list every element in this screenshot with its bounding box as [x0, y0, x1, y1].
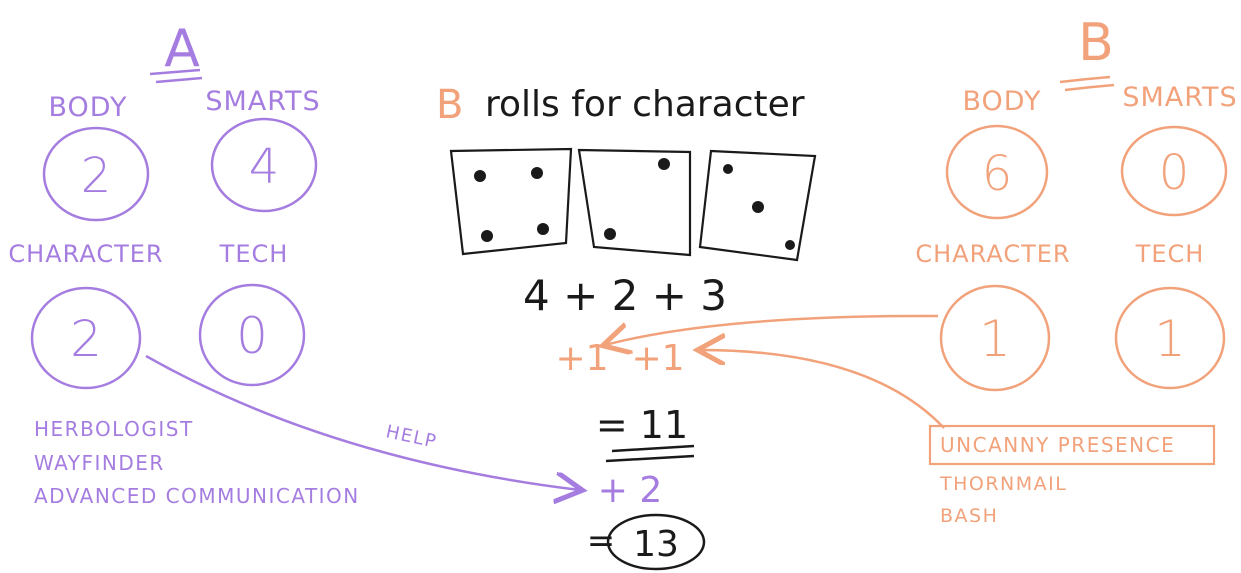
player-b-skill-bash: BASH: [940, 505, 998, 527]
player-a-tech-value: 0: [236, 307, 268, 365]
dice-row: [449, 147, 817, 262]
player-b-tech-label: TECH: [1135, 240, 1205, 268]
player-a-sheet: A BODY SMARTS 2 4 CHARACTER TECH 2 0 HER…: [8, 19, 580, 508]
die-3-pip: [785, 240, 795, 250]
uncanny-presence-highlight-box: [928, 424, 1216, 466]
player-b-smarts-circle: [1120, 125, 1228, 217]
die-1-pip: [481, 230, 493, 242]
player-a-character-value: 2: [70, 310, 102, 368]
player-a-skill-wayfinder: WAYFINDER: [34, 451, 165, 475]
bonus-expression: +1 +1: [555, 338, 684, 379]
player-b-label-underline: [1059, 75, 1115, 92]
player-a-skill-advanced-communication: ADVANCED COMMUNICATION: [34, 484, 360, 508]
character-bonus-arrow: [605, 314, 939, 345]
die-2-pip: [604, 228, 616, 240]
player-a-smarts-value: 4: [249, 139, 280, 195]
player-a-label-underline: [149, 68, 203, 84]
player-b-sheet: B BODY SMARTS 6 0 CHARACTER TECH 1 1 UNC…: [605, 13, 1237, 527]
player-b-body-label: BODY: [962, 86, 1041, 117]
player-a-tech-label: TECH: [219, 240, 289, 268]
sum-expression: 4 + 2 + 3: [523, 271, 727, 320]
die-2: [577, 148, 692, 257]
player-a-smarts-circle: [210, 117, 318, 213]
help-bonus: + 2: [598, 470, 663, 511]
player-b-character-circle: [939, 284, 1051, 392]
die-1-pip: [474, 170, 486, 182]
player-b-body-value: 6: [982, 146, 1013, 202]
die-1: [449, 147, 573, 256]
player-b-smarts-value: 0: [1159, 145, 1190, 201]
subtotal: = 11: [596, 403, 688, 447]
total-equals: =: [587, 521, 616, 561]
player-a-tech-circle: [198, 283, 306, 387]
roll-title: rolls for character: [485, 84, 805, 125]
player-a-body-label: BODY: [48, 92, 127, 123]
player-b-character-label: CHARACTER: [915, 240, 1070, 268]
subtotal-double-underline: [605, 444, 695, 463]
die-pips: [474, 158, 795, 250]
player-a-smarts-label: SMARTS: [205, 86, 320, 117]
player-a-character-label: CHARACTER: [8, 240, 163, 268]
player-a-body-value: 2: [81, 148, 112, 204]
total-value: 13: [633, 524, 679, 565]
player-b-skill-uncanny-presence: UNCANNY PRESENCE: [940, 433, 1175, 457]
player-b-body-circle: [945, 124, 1049, 220]
die-1-pip: [537, 223, 549, 235]
help-arrow: [145, 354, 580, 490]
player-a-character-circle: [30, 286, 142, 390]
die-3-pip: [723, 164, 733, 174]
total-circle: [606, 513, 706, 571]
player-b-character-value: 1: [979, 310, 1011, 368]
player-b-label: B: [1078, 13, 1114, 73]
player-a-skill-herbologist: HERBOLOGIST: [34, 417, 194, 441]
uncanny-presence-bonus-arrow: [700, 350, 945, 429]
player-b-smarts-label: SMARTS: [1122, 82, 1237, 113]
roll-section: B rolls for character 4 + 2 + 3 +1 +1 = …: [436, 82, 817, 571]
player-b-tech-value: 1: [1154, 310, 1186, 368]
die-3: [698, 149, 817, 262]
help-label: HELP: [384, 421, 439, 452]
player-b-skill-thornmail: THORNMAIL: [939, 473, 1067, 495]
roll-title-prefix: B: [436, 82, 463, 128]
player-a-label: A: [164, 19, 200, 79]
die-2-pip: [658, 158, 670, 170]
player-a-body-circle: [42, 126, 150, 222]
die-1-pip: [531, 167, 543, 179]
player-b-tech-circle: [1114, 286, 1226, 390]
die-3-pip: [752, 201, 764, 213]
